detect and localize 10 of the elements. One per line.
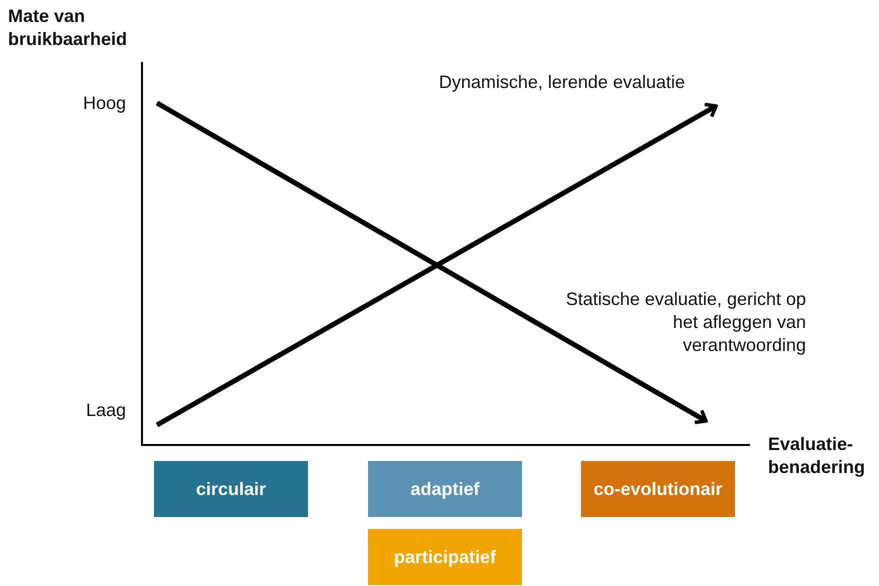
category-box: participatief (368, 529, 522, 585)
axis-title: Mate van bruikbaarheid (8, 5, 128, 51)
category-box: adaptief (368, 461, 522, 517)
category-box: co-evolutionair (581, 461, 735, 517)
axis-tick-label: Hoog (82, 92, 126, 115)
axis-tick-label: Laag (84, 399, 126, 422)
line-label: Statische evaluatie, gericht op het afleggen van verantwoording (564, 288, 806, 357)
axis-title: Evaluatie-benadering (768, 433, 866, 479)
category-box: circulair (154, 461, 308, 517)
line-label: Dynamische, lerende evaluatie (438, 71, 685, 94)
